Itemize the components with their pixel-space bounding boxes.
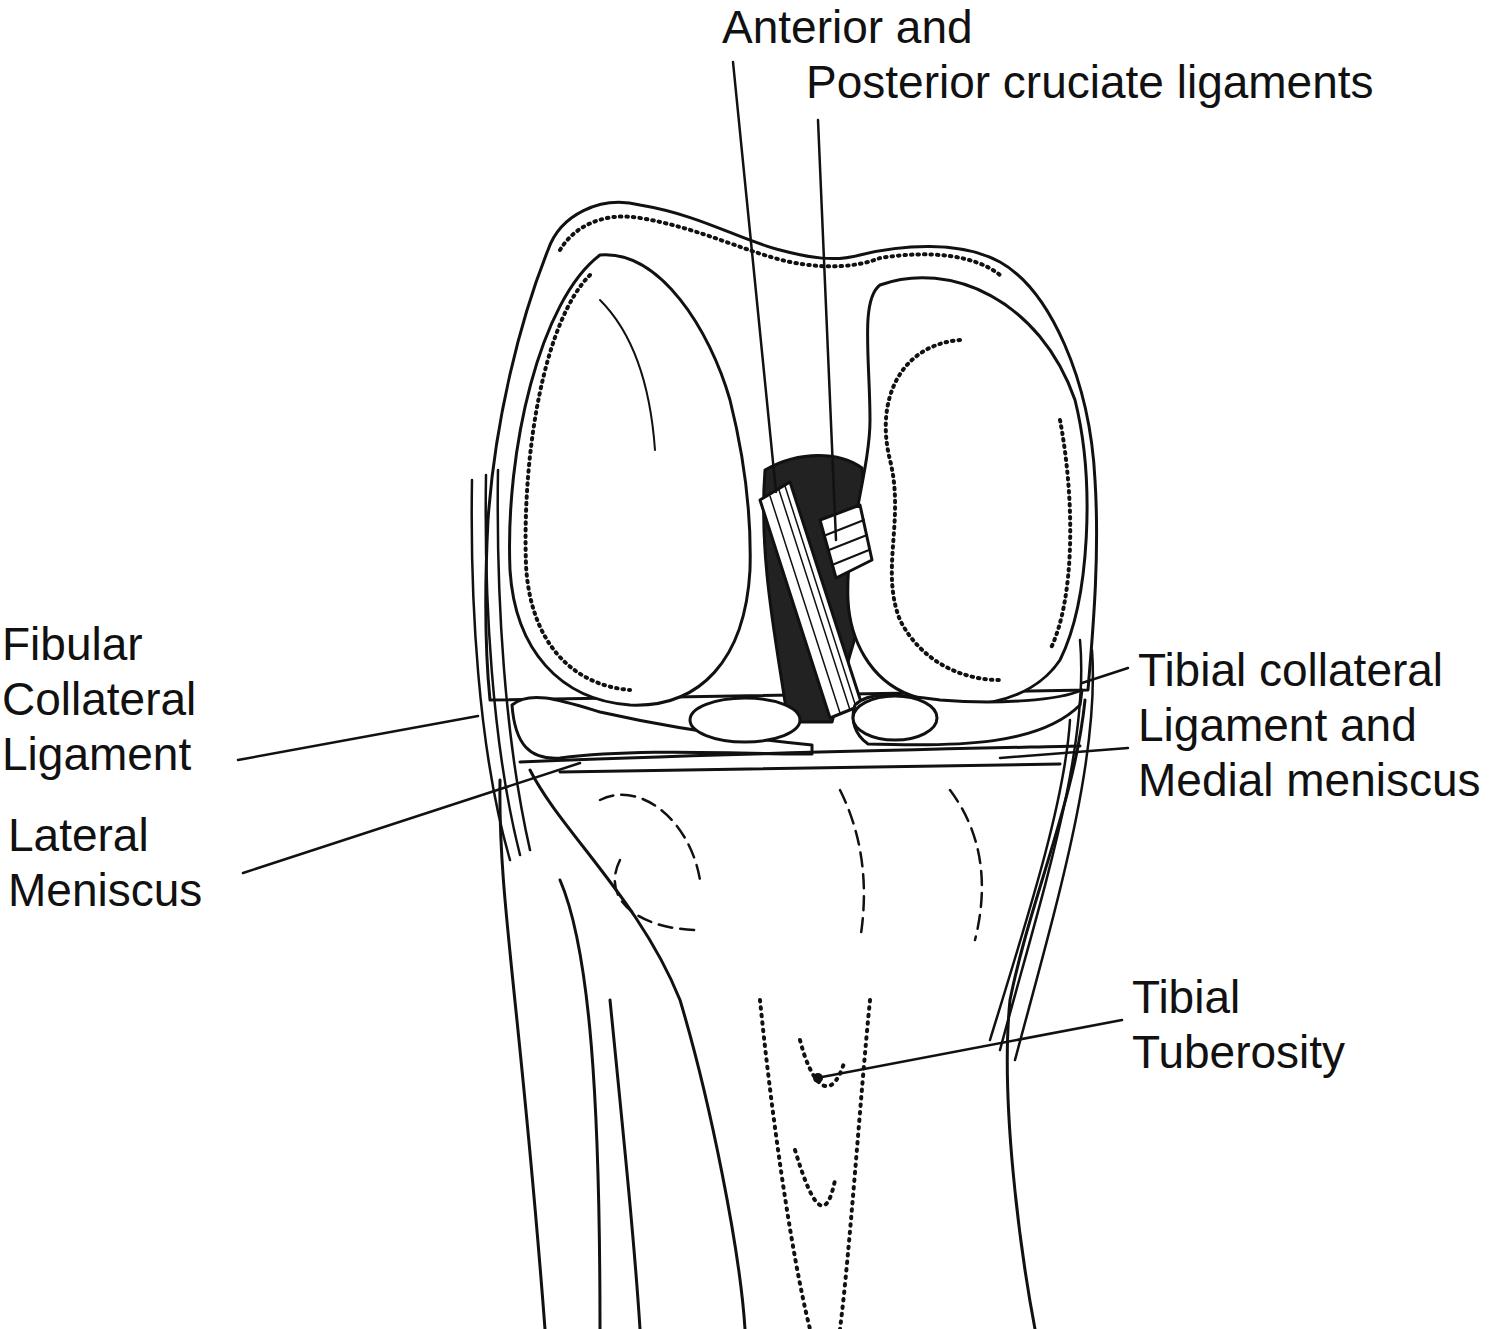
label-line: Posterior cruciate ligaments [722,55,1374,110]
part-label: Lateral Meniscus [8,808,202,918]
lateral-condyle [510,255,751,705]
label-line: Ligament [2,727,196,782]
label-line: Meniscus [8,863,202,918]
condyle-stipple [600,300,655,450]
tibial-spine [690,698,800,742]
label-line: Lateral [8,808,202,863]
label-line: Ligament and [1138,698,1481,753]
label-line: Fibular [2,617,196,672]
tibia-outline [1007,700,1085,1329]
condyle-stipple [1050,420,1070,650]
label-line: Medial meniscus [1138,753,1481,808]
label-line: Anterior and [722,0,1374,55]
condyle-stipple [526,275,630,690]
lateral-meniscus [512,697,812,758]
tuberosity-stipple [760,1000,870,1329]
part-label: Tibial collateral Ligament and Medial me… [1138,643,1481,808]
ligament-hatch [770,486,856,713]
ligament-hatch [826,520,869,565]
condyle-stipple [886,340,1000,680]
tibia-contour [600,790,982,940]
label-line: Tuberosity [1132,1025,1345,1080]
part-label: Fibular Collateral Ligament [2,617,196,782]
medial-condyle [848,278,1087,705]
tibial-collateral [990,640,1093,1060]
part-label: Anterior and Posterior cruciate ligament… [722,0,1374,110]
leader-dot [813,1073,823,1083]
label-line: Tibial [1132,970,1345,1025]
tibial-spine [853,696,937,740]
part-label: Tibial Tuberosity [1132,970,1345,1080]
fibular-collateral [472,470,530,860]
label-line: Collateral [2,672,196,727]
anterior-cruciate [760,482,862,718]
posterior-cruciate [820,505,872,578]
medial-meniscus [853,690,1082,745]
tibia-outline [530,770,745,1329]
tibial-plateau [520,746,1080,772]
label-line: Tibial collateral [1138,643,1481,698]
leader-lines [238,62,1128,1077]
